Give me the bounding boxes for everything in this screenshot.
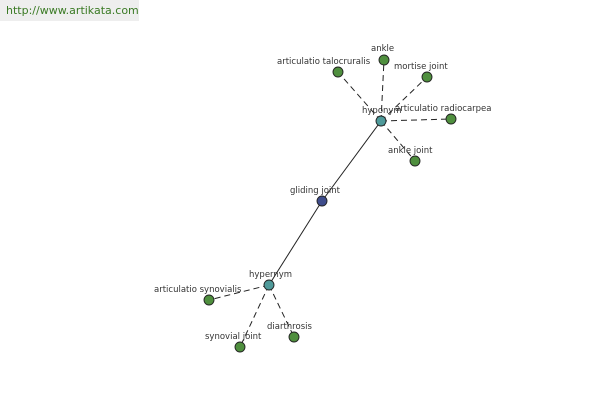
edge-hyponym-ankle-joint [380, 120, 416, 162]
node-ankle-joint[interactable] [409, 155, 421, 167]
node-diarthrosis[interactable] [288, 331, 300, 343]
node-talocruralis[interactable] [332, 66, 344, 78]
node-synovialis[interactable] [203, 294, 215, 306]
edge-center-hyponym [321, 120, 382, 202]
node-ankle[interactable] [378, 54, 390, 66]
edge-hyponym-mortise [380, 76, 428, 122]
node-center[interactable] [316, 195, 328, 207]
label-radiocarpea[interactable]: articulatio radiocarpea [395, 104, 492, 114]
edge-center-hypernym [268, 200, 323, 286]
edge-hyponym-ankle [380, 59, 385, 122]
label-hypernym[interactable]: hypernym [249, 270, 292, 280]
edge-hyponym-talocruralis [337, 71, 382, 122]
edge-hypernym-synovial-joint [239, 284, 270, 348]
node-hypernym[interactable] [263, 279, 275, 291]
node-hyponym[interactable] [375, 115, 387, 127]
labels: gliding joint hyponym hypernym articulat… [154, 44, 492, 342]
label-talocruralis[interactable]: articulatio talocruralis [277, 57, 371, 67]
label-ankle-joint[interactable]: ankle joint [388, 146, 433, 156]
label-synovialis[interactable]: articulatio synovialis [154, 285, 242, 295]
edges [208, 59, 452, 348]
node-synovial-joint[interactable] [234, 341, 246, 353]
label-center[interactable]: gliding joint [290, 186, 341, 196]
label-mortise[interactable]: mortise joint [394, 62, 448, 72]
label-ankle[interactable]: ankle [371, 44, 394, 54]
nodes [203, 54, 457, 353]
label-diarthrosis[interactable]: diarthrosis [267, 322, 312, 332]
edge-hyponym-radiocarpea [380, 118, 452, 122]
node-radiocarpea[interactable] [445, 113, 457, 125]
label-hyponym[interactable]: hyponym [362, 106, 402, 116]
watermark-url[interactable]: http://www.artikata.com [0, 0, 139, 21]
node-mortise[interactable] [421, 71, 433, 83]
label-synovial-joint[interactable]: synovial joint [205, 332, 262, 342]
edge-hypernym-synovialis [208, 284, 270, 301]
